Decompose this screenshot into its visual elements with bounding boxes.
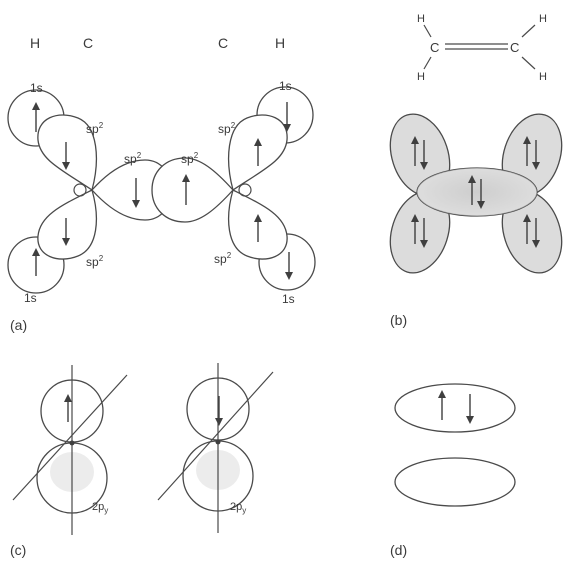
- panel-d: (d): [390, 383, 516, 558]
- sp2-lobe-center-right: [151, 157, 234, 223]
- orbital-label-sp2: sp2: [124, 151, 142, 166]
- single-bond-line: [423, 56, 432, 70]
- orbital-label-sp2: sp2: [86, 254, 104, 269]
- pi-bond-orbital-upper: [394, 383, 516, 433]
- panel-b: H H C C H H (b): [389, 13, 563, 328]
- panel-c: 2py 2py (c): [10, 363, 274, 558]
- orbital-label-sp2: sp2: [214, 251, 232, 266]
- atom-label-h: H: [417, 71, 425, 83]
- atom-label-c-left: C: [83, 35, 93, 51]
- carbon-nucleus: [215, 439, 221, 445]
- sp2-lobe-upper-left: [37, 114, 97, 192]
- panel-label-c: (c): [10, 542, 26, 558]
- panel-a: H C C H 1s 1s 1s: [7, 35, 316, 333]
- orbital-label-2py: 2py: [230, 501, 246, 515]
- single-bond-line: [521, 24, 536, 38]
- atom-label-h-left: H: [30, 35, 40, 51]
- orbital-label-1s: 1s: [282, 292, 295, 306]
- atom-label-c: C: [430, 40, 439, 55]
- atom-label-c-right: C: [218, 35, 228, 51]
- sigma-bond-shading: [417, 168, 537, 216]
- atom-label-c: C: [510, 40, 519, 55]
- sp2-lobe-lower-left: [37, 189, 98, 260]
- panel-label-d: (d): [390, 542, 407, 558]
- atom-label-h: H: [417, 13, 425, 25]
- panel-label-b: (b): [390, 312, 407, 328]
- single-bond-line: [423, 24, 432, 38]
- orbital-label-1s: 1s: [24, 291, 37, 305]
- orbital-label-1s: 1s: [30, 81, 43, 95]
- atom-label-h: H: [539, 71, 547, 83]
- carbon-nucleus-left: [73, 183, 87, 197]
- carbon-nucleus-right: [238, 183, 252, 197]
- carbon-nucleus: [69, 440, 75, 446]
- atom-label-h: H: [539, 13, 547, 25]
- pi-bond-orbital-lower: [394, 457, 516, 507]
- electron-pair-arrows: [411, 136, 540, 248]
- orbital-label-1s: 1s: [279, 79, 292, 93]
- diagonal-axis: [12, 374, 128, 501]
- orbital-label-2py: 2py: [92, 501, 108, 515]
- diagonal-axis: [157, 371, 274, 501]
- panel-label-a: (a): [10, 317, 27, 333]
- single-bond-line: [521, 56, 536, 70]
- atom-label-h-right: H: [275, 35, 285, 51]
- orbital-label-sp2: sp2: [86, 121, 104, 136]
- orbital-label-sp2: sp2: [218, 121, 236, 136]
- orbital-label-sp2: sp2: [181, 151, 199, 166]
